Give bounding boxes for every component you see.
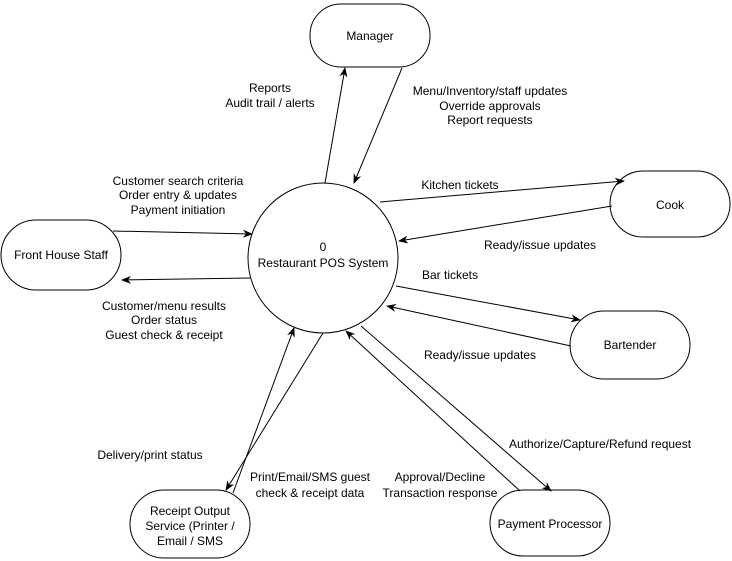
flow-label-auth-request: Authorize/Capture/Refund request	[509, 437, 692, 451]
flow-bartender-to-pos	[386, 304, 572, 347]
svg-text:Reports: Reports	[249, 81, 291, 95]
entity-payment-processor[interactable]: Payment Processor	[489, 489, 611, 557]
svg-text:Approval/Decline: Approval/Decline	[395, 470, 486, 484]
svg-text:Guest check & receipt: Guest check & receipt	[105, 328, 223, 342]
flow-receipt-to-pos	[232, 327, 295, 494]
flow-pos-to-payment	[360, 325, 552, 492]
svg-text:Customer/menu results: Customer/menu results	[102, 299, 226, 313]
entity-front-house-label: Front House Staff	[14, 248, 108, 262]
flow-label-bar-updates: Ready/issue updates	[424, 348, 536, 362]
svg-text:Audit trail / alerts: Audit trail / alerts	[225, 96, 314, 110]
svg-text:Report requests: Report requests	[447, 113, 532, 127]
flow-label-print-request: Print/Email/SMS guest check & receipt da…	[250, 470, 371, 500]
entity-manager[interactable]: Manager	[309, 3, 431, 68]
flow-cook-to-pos	[398, 205, 613, 244]
entity-cook[interactable]: Cook	[609, 170, 731, 238]
flow-pos-to-manager	[324, 67, 348, 184]
flow-payment-to-pos	[345, 330, 521, 492]
entity-receipt-label-line-1: Receipt Output	[150, 504, 231, 518]
entity-front-house-staff[interactable]: Front House Staff	[0, 219, 122, 291]
svg-text:Override approvals: Override approvals	[439, 99, 540, 113]
flow-front-to-pos	[112, 229, 253, 238]
process-name: Restaurant POS System	[258, 256, 389, 270]
svg-text:check & receipt data: check & receipt data	[256, 486, 365, 500]
entity-bartender[interactable]: Bartender	[569, 310, 691, 380]
flow-label-delivery-status: Delivery/print status	[97, 448, 202, 462]
process-restaurant-pos[interactable]: 0 Restaurant POS System	[247, 182, 399, 334]
svg-text:Payment initiation: Payment initiation	[131, 203, 226, 217]
flow-pos-to-cook	[379, 177, 625, 203]
flow-label-manager-updates: Menu/Inventory/staff updates Override ap…	[413, 84, 568, 127]
flow-pos-to-front	[121, 275, 251, 284]
flow-label-front-inputs: Customer search criteria Order entry & u…	[113, 174, 244, 217]
entity-manager-label: Manager	[346, 29, 393, 43]
svg-text:Print/Email/SMS guest: Print/Email/SMS guest	[250, 470, 371, 484]
flow-label-bar-tickets: Bar tickets	[422, 268, 478, 282]
flow-label-kitchen-tickets: Kitchen tickets	[421, 178, 498, 192]
svg-text:Order entry & updates: Order entry & updates	[119, 188, 237, 202]
entity-receipt-label-line-2: Service (Printer /	[145, 519, 235, 533]
flow-label-reports: Reports Audit trail / alerts	[225, 81, 314, 110]
entity-receipt-label-line-3: Email / SMS	[157, 534, 223, 548]
entity-receipt-output-service[interactable]: Receipt Output Service (Printer / Email …	[129, 489, 251, 559]
svg-text:Order status: Order status	[131, 313, 197, 327]
process-number: 0	[320, 240, 327, 254]
flow-label-cook-updates: Ready/issue updates	[484, 238, 596, 252]
flow-manager-to-pos	[353, 67, 403, 184]
entity-bartender-label: Bartender	[604, 338, 657, 352]
entity-cook-label: Cook	[656, 198, 685, 212]
entity-payment-label: Payment Processor	[498, 517, 603, 531]
flow-label-approval: Approval/Decline Transaction response	[383, 470, 498, 500]
flow-pos-to-bartender	[395, 285, 581, 323]
flow-label-front-outputs: Customer/menu results Order status Guest…	[102, 299, 226, 342]
flow-pos-to-receipt	[225, 332, 324, 491]
svg-text:Customer search criteria: Customer search criteria	[113, 174, 244, 188]
svg-text:Transaction response: Transaction response	[383, 486, 498, 500]
svg-text:Menu/Inventory/staff updates: Menu/Inventory/staff updates	[413, 84, 568, 98]
